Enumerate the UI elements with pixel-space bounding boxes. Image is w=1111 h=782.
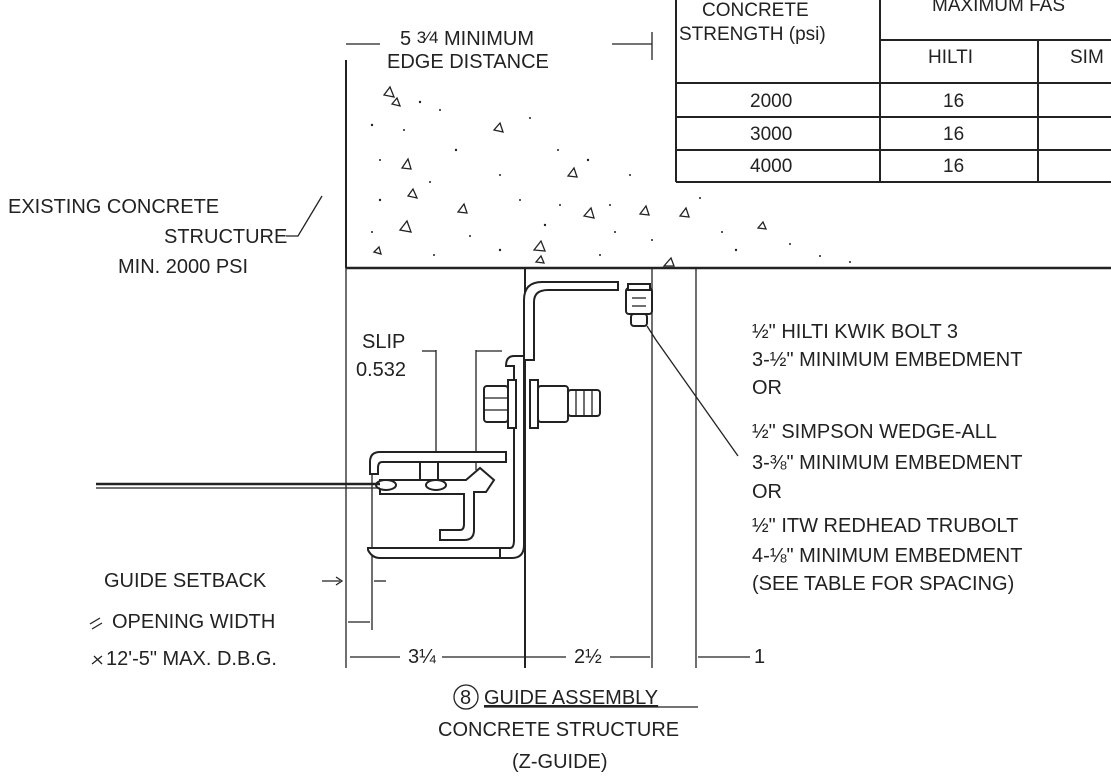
- edge-distance-line2: EDGE DISTANCE: [387, 51, 549, 73]
- concrete-aggregate-hatching: [372, 85, 768, 267]
- edge-distance-line1: 5 3⁄4 MINIMUM: [400, 28, 534, 50]
- opening-width-label: OPENING WIDTH: [112, 611, 275, 633]
- anchor-leader-line: [646, 325, 739, 457]
- existing-concrete-line1: EXISTING CONCRETE: [8, 196, 219, 218]
- detail-number: 8: [460, 687, 471, 709]
- dbg-label: 12'-5" MAX. D.B.G.: [106, 648, 277, 670]
- arrow-icon: [91, 655, 103, 665]
- kwik-bolt-embedment: 3-½" MINIMUM EMBEDMENT: [752, 349, 1022, 371]
- trubolt-note: ½" ITW REDHEAD TRUBOLT: [752, 515, 1018, 537]
- table-cell-hilti: 16: [943, 124, 964, 145]
- or-separator: OR: [752, 481, 782, 503]
- concrete-dot-hatching: [370, 100, 851, 263]
- table-header-max-spacing: MAXIMUM FAS: [932, 0, 1065, 16]
- slip-value: 0.532: [356, 359, 406, 381]
- spacing-note: (SEE TABLE FOR SPACING): [752, 573, 1014, 595]
- z-guide-assembly: [96, 281, 653, 559]
- anchor-nut: [625, 287, 653, 315]
- table-cell-hilti: 16: [943, 91, 964, 112]
- table-header-concrete: CONCRETE: [702, 0, 809, 21]
- guide-lower-flange: [367, 547, 501, 559]
- mounting-angle: [523, 281, 619, 361]
- wedge-all-embedment: 3-⅜" MINIMUM EMBEDMENT: [752, 452, 1022, 474]
- bottom-dimensions: GUIDE SETBACK OPENING WIDTH 12'-5" MAX. …: [89, 570, 765, 670]
- or-separator: OR: [752, 377, 782, 399]
- concrete-block: [345, 60, 1111, 270]
- dimension-1: 1: [754, 646, 765, 668]
- anchor-washer: [627, 283, 651, 291]
- dimension-2-1-2: 2½: [574, 646, 602, 668]
- leader-line: [286, 195, 323, 237]
- bolt-washer: [529, 379, 539, 429]
- caption-guide-type: (Z-GUIDE): [512, 751, 608, 773]
- guide-leg: [499, 355, 525, 559]
- endlock-block: [419, 461, 439, 481]
- table-header-simpson: SIM: [1070, 47, 1104, 68]
- table-header-strength: STRENGTH (psi): [679, 24, 826, 45]
- slip-dimension: SLIP 0.532: [356, 331, 502, 381]
- kwik-bolt-note: ½" HILTI KWIK BOLT 3: [752, 321, 958, 343]
- endlock-rivet: [425, 479, 447, 491]
- detail-number-circle: [453, 684, 479, 710]
- table-cell-hilti: 16: [943, 156, 964, 177]
- table-cell-strength: 3000: [750, 124, 792, 145]
- existing-concrete-line3: MIN. 2000 PSI: [118, 256, 248, 278]
- slip-label: SLIP: [362, 331, 405, 353]
- table-header-hilti: HILTI: [928, 47, 973, 68]
- edge-distance-dimension: 5 3⁄4 MINIMUM EDGE DISTANCE: [346, 28, 653, 73]
- detail-title: GUIDE ASSEMBLY: [484, 687, 658, 709]
- bolt-head: [483, 385, 509, 423]
- endlock: [379, 466, 496, 541]
- anchor-spacing-table: CONCRETE STRENGTH (psi) MAXIMUM FAS HILT…: [675, 0, 1111, 183]
- anchor-notes: ½" HILTI KWIK BOLT 3 3-½" MINIMUM EMBEDM…: [646, 321, 1022, 595]
- guide-setback-label: GUIDE SETBACK: [104, 570, 267, 592]
- caption-subtitle: CONCRETE STRUCTURE: [438, 719, 679, 741]
- arrow-icon: [89, 617, 103, 630]
- dimension-3-1-4: 3¼: [408, 646, 436, 668]
- existing-concrete-line2: STRUCTURE: [164, 226, 287, 248]
- existing-concrete-label: EXISTING CONCRETE STRUCTURE MIN. 2000 PS…: [8, 195, 323, 278]
- bolt-nut: [537, 385, 569, 423]
- trubolt-embedment: 4-⅛" MINIMUM EMBEDMENT: [752, 545, 1022, 567]
- wedge-all-note: ½" SIMPSON WEDGE-ALL: [752, 421, 997, 443]
- table-cell-strength: 4000: [750, 156, 792, 177]
- anchor-bolt-tip: [630, 313, 648, 327]
- bolt-washer: [507, 379, 517, 429]
- guide-upper-flange: [369, 451, 507, 475]
- table-cell-strength: 2000: [750, 91, 792, 112]
- drawing-caption: 8 GUIDE ASSEMBLY CONCRETE STRUCTURE (Z-G…: [438, 684, 698, 773]
